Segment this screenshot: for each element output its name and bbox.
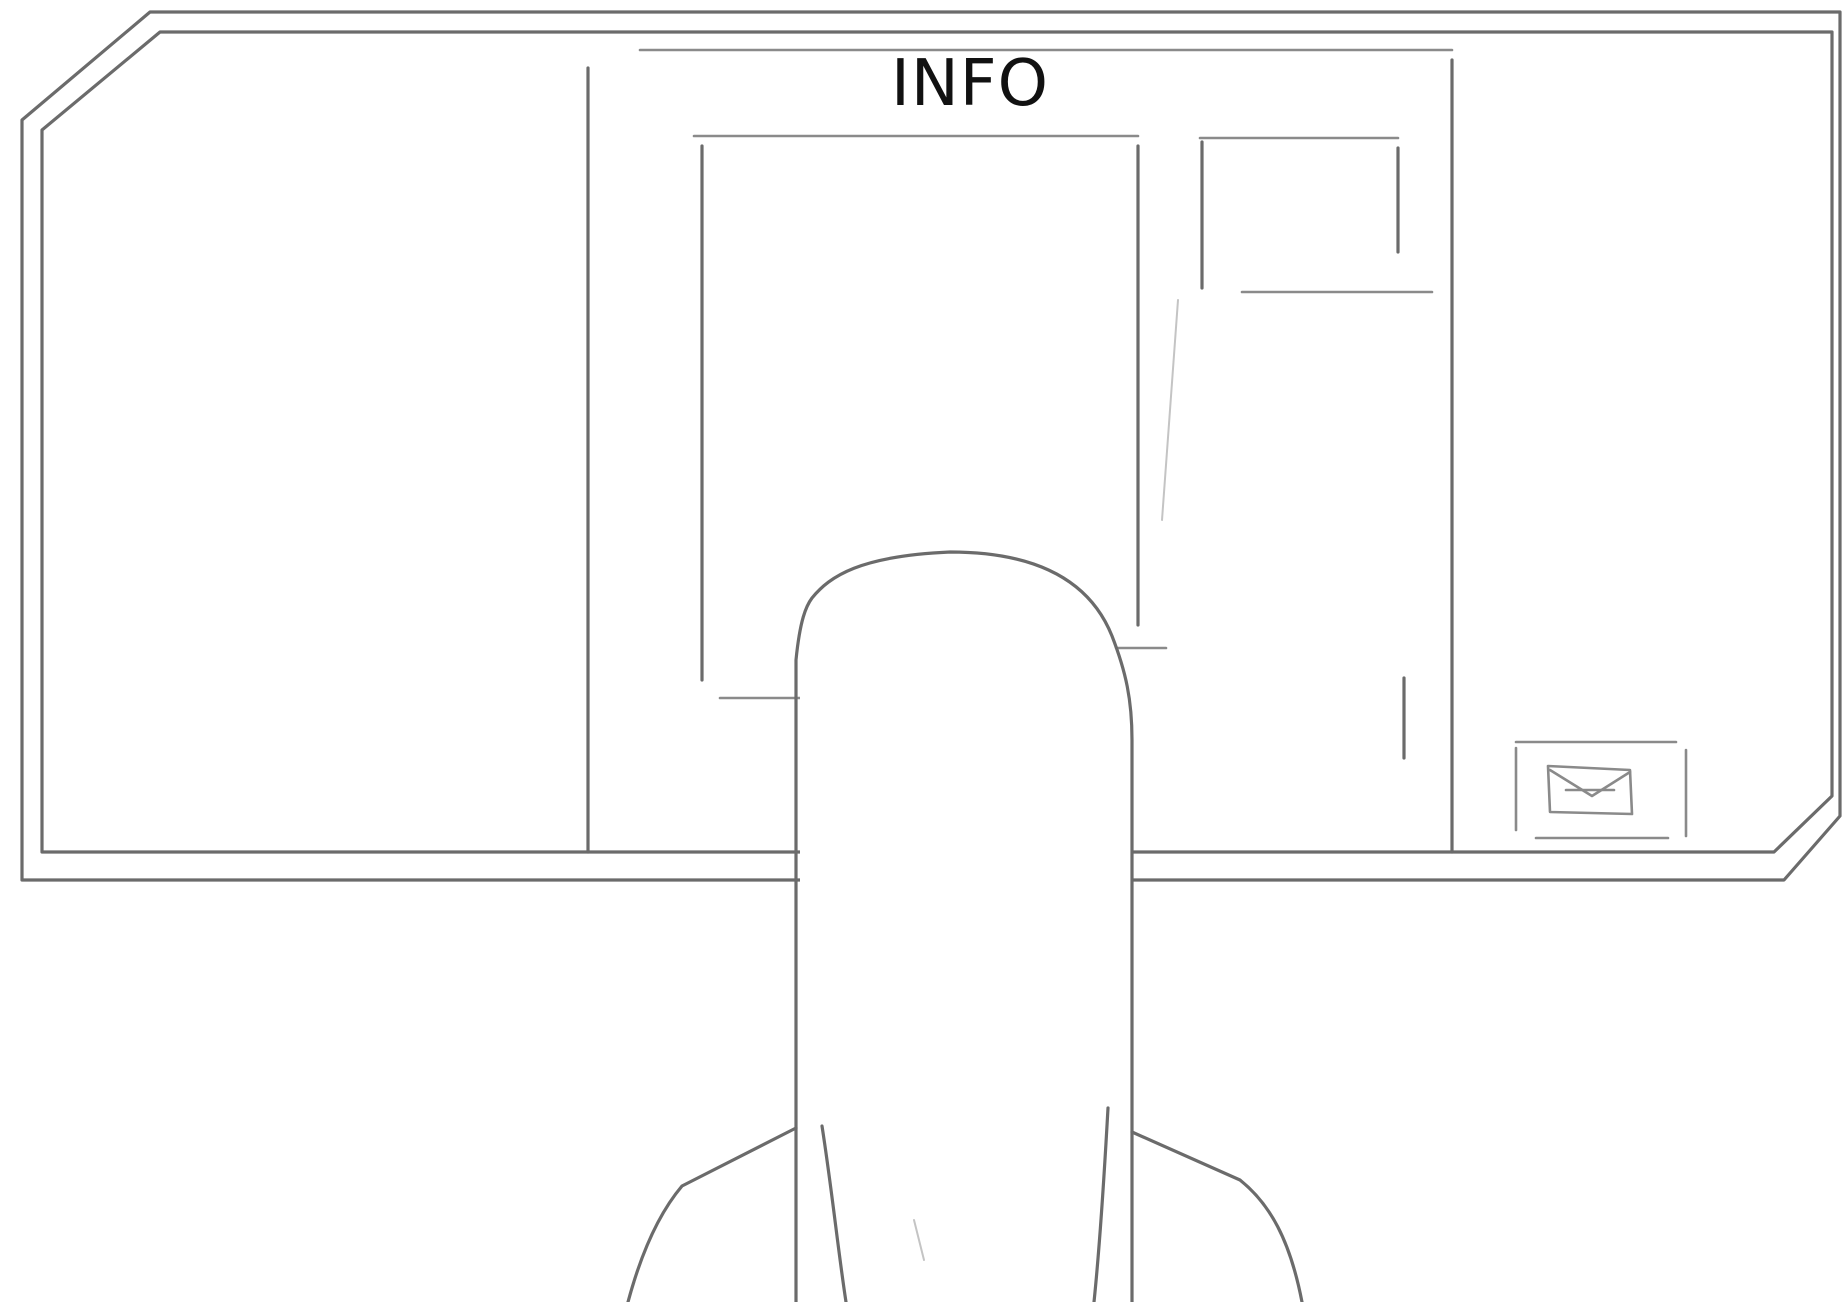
thumbnail-box [1200, 138, 1432, 292]
viewer-head-fill [800, 550, 1132, 1302]
faint-guide-stroke [1162, 300, 1178, 520]
mail-button[interactable] [1512, 738, 1692, 842]
viewer-right-shoulder [1132, 1132, 1302, 1302]
viewer-silhouette [628, 550, 1302, 1302]
viewer-left-shoulder [628, 1128, 796, 1302]
